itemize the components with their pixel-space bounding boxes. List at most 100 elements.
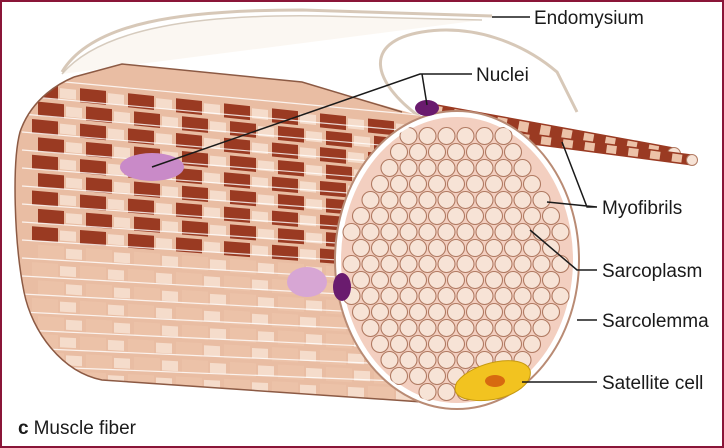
myofibril-cross-section [457, 352, 474, 369]
striation-light-band [210, 363, 226, 374]
striation-light-band [108, 340, 124, 351]
label-sarcolemma: Sarcolemma [602, 311, 709, 332]
myofibril-cross-section [467, 336, 484, 353]
striation-light-band [156, 273, 172, 284]
striation-band [32, 83, 58, 100]
striation-light-band [66, 178, 82, 189]
myofibril-cross-section [353, 240, 370, 257]
striation-band [32, 191, 58, 207]
myofibril-cross-section [343, 256, 360, 273]
myofibril-cross-section [505, 304, 522, 321]
striation-band [326, 367, 352, 382]
myofibril-cross-section [495, 224, 512, 241]
striation-band [272, 313, 298, 329]
myofibril-cross-section [438, 256, 455, 273]
myofibril-cross-section [448, 240, 465, 257]
myofibril-cross-section [457, 128, 474, 145]
striation-band [320, 181, 346, 197]
striation-band [272, 211, 298, 227]
striation-band [86, 319, 112, 335]
striation-light-band [162, 256, 178, 267]
striation-band [272, 108, 298, 125]
striation-light-band [108, 234, 124, 245]
myofibril-cross-section [419, 352, 436, 369]
myofibril-cross-section [419, 320, 436, 337]
striation-band [320, 316, 346, 332]
myofibril-cross-section [429, 336, 446, 353]
striation-band [32, 262, 58, 278]
striation-light-band [306, 131, 322, 143]
myofibril-cross-section [381, 320, 398, 337]
striation-band [326, 165, 352, 181]
myofibril-cross-section [476, 288, 493, 305]
myofibril-cross-section [476, 160, 493, 177]
myofibril-cross-section [476, 192, 493, 209]
myofibril-cross-section [467, 144, 484, 161]
myofibril-cross-section [438, 288, 455, 305]
myofibril-cross-section [524, 208, 541, 225]
myofibril-cross-section [391, 176, 408, 193]
myofibril-cross-section [438, 384, 455, 401]
striation-light-band [114, 323, 130, 334]
myofibril-cross-section [419, 128, 436, 145]
myofibril-cross-section [419, 384, 436, 401]
myofibril-cross-section [391, 144, 408, 161]
myofibril-cross-section [495, 320, 512, 337]
myofibril-cross-section [362, 192, 379, 209]
myofibril-cross-section [476, 256, 493, 273]
striation-light-band [114, 147, 130, 159]
myofibril-cross-section [410, 240, 427, 257]
striation-light-band [66, 107, 82, 119]
striation-band [278, 160, 304, 176]
striation-band [80, 301, 106, 317]
striation-light-band [156, 238, 172, 249]
striation-band [38, 245, 64, 261]
myofibril-cross-section [505, 144, 522, 161]
myofibril-cross-section [486, 208, 503, 225]
striation-band [278, 296, 304, 312]
myofibril-cross-section [410, 304, 427, 321]
myofibril-cross-section [486, 240, 503, 257]
nucleus-side-dark [333, 273, 351, 301]
myofibril-cross-section [514, 192, 531, 209]
myofibril-cross-section [533, 288, 550, 305]
myofibril-cross-section [495, 192, 512, 209]
myofibril-cross-section [533, 256, 550, 273]
myofibril-cross-section [353, 208, 370, 225]
striation-light-band [114, 217, 130, 228]
striation-light-band [204, 276, 220, 287]
myofibril-cross-section [419, 288, 436, 305]
myofibril-cross-section [438, 160, 455, 177]
striation-band [86, 354, 112, 369]
myofibril-cross-section [495, 160, 512, 177]
myofibril-cross-section [419, 192, 436, 209]
striation-light-band [162, 326, 178, 337]
myofibril-cross-section [514, 160, 531, 177]
striation-light-band [60, 302, 76, 313]
striation-light-band [114, 182, 130, 193]
striation-light-band [210, 259, 226, 270]
striation-band [224, 103, 250, 120]
striation-light-band [162, 360, 178, 371]
myofibril-cross-section [410, 208, 427, 225]
striation-light-band [300, 147, 316, 159]
myofibril-cross-section [429, 208, 446, 225]
striation-light-band [60, 373, 76, 384]
striation-light-band [60, 159, 76, 170]
label-nuclei: Nuclei [476, 65, 529, 86]
striation-band [272, 142, 298, 159]
striation-light-band [60, 230, 76, 241]
myofibril-cross-section [400, 288, 417, 305]
myofibril-cross-section [429, 368, 446, 385]
striation-light-band [108, 305, 124, 316]
label-satellite-cell: Satellite cell [602, 373, 703, 394]
striation-light-band [60, 88, 76, 100]
myofibril-cross-section [457, 320, 474, 337]
myofibril-cross-section [486, 144, 503, 161]
striation-light-band [348, 387, 364, 398]
striation-band [38, 209, 64, 225]
caption-letter: c [18, 418, 29, 439]
myofibril-cross-section [552, 288, 569, 305]
striation-light-band [66, 142, 82, 154]
myofibril-cross-section [514, 256, 531, 273]
